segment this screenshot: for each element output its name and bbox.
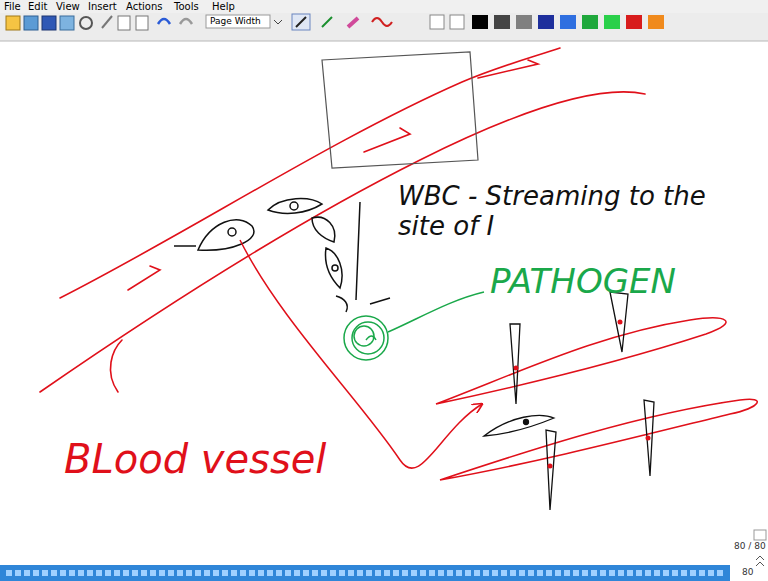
menu-item: File (4, 1, 21, 13)
vessel-lower-wall (40, 92, 645, 392)
flow-arrow (478, 60, 538, 78)
menu-item: View (56, 1, 80, 13)
scroll-arrows (756, 556, 764, 566)
pathogen-leader (388, 292, 484, 332)
bracket-stroke (110, 340, 122, 392)
wbc-cell (268, 199, 322, 214)
page-number: 80 (742, 567, 753, 577)
migration-marks (514, 320, 651, 469)
wall-mark (174, 245, 196, 247)
page-counter: 80 / 80 (734, 541, 766, 551)
migrating-cell (484, 415, 554, 436)
migrating-cell (546, 430, 556, 510)
pathogen-core (366, 336, 376, 340)
migrating-cell (644, 400, 654, 476)
scroll-button (754, 530, 766, 540)
menu-item: Edit (28, 1, 47, 13)
blood-vessel (40, 48, 645, 392)
wbc-cell (198, 220, 254, 251)
vessel-upper-wall (60, 48, 560, 298)
cell-nucleus (524, 420, 529, 425)
wbc-leader (356, 202, 390, 304)
endothelial-cell (440, 399, 757, 480)
menu-bar (0, 0, 768, 13)
wbc-nucleus (228, 228, 236, 236)
wbc-nucleus (290, 202, 298, 210)
flow-arrow (364, 128, 410, 152)
menu-item: Help (212, 1, 235, 13)
status-strip (0, 565, 730, 581)
zoom-leader (240, 240, 482, 468)
endothelial-cell (436, 318, 726, 404)
toolbar-border (0, 41, 768, 42)
wbc-annotation: WBC - Streaming to the site of I (398, 182, 743, 242)
wbc-nucleus (332, 265, 338, 271)
status-ticks (6, 570, 726, 576)
wbc-cell (336, 296, 347, 312)
menu-item: Tools (174, 1, 199, 13)
vessel-label: BLood vessel (64, 436, 326, 482)
wbc-cell (312, 217, 335, 242)
migrating-cell (510, 324, 520, 404)
migrating-cells (484, 292, 654, 510)
white-blood-cells (174, 199, 390, 312)
menu-item: Actions (126, 1, 163, 13)
toolbar-icons (6, 14, 664, 30)
pathogen-circle (344, 316, 388, 360)
pathogen-label: PATHOGEN (490, 262, 676, 301)
menu-item: Insert (88, 1, 117, 13)
pathogen-circle (352, 322, 384, 354)
zoom-box (322, 52, 478, 168)
tool-bar (0, 13, 768, 41)
wbc-cell (326, 248, 343, 288)
pathogen (344, 292, 484, 360)
zoom-dropdown: Page Width (210, 16, 261, 26)
flow-arrow (128, 266, 160, 290)
